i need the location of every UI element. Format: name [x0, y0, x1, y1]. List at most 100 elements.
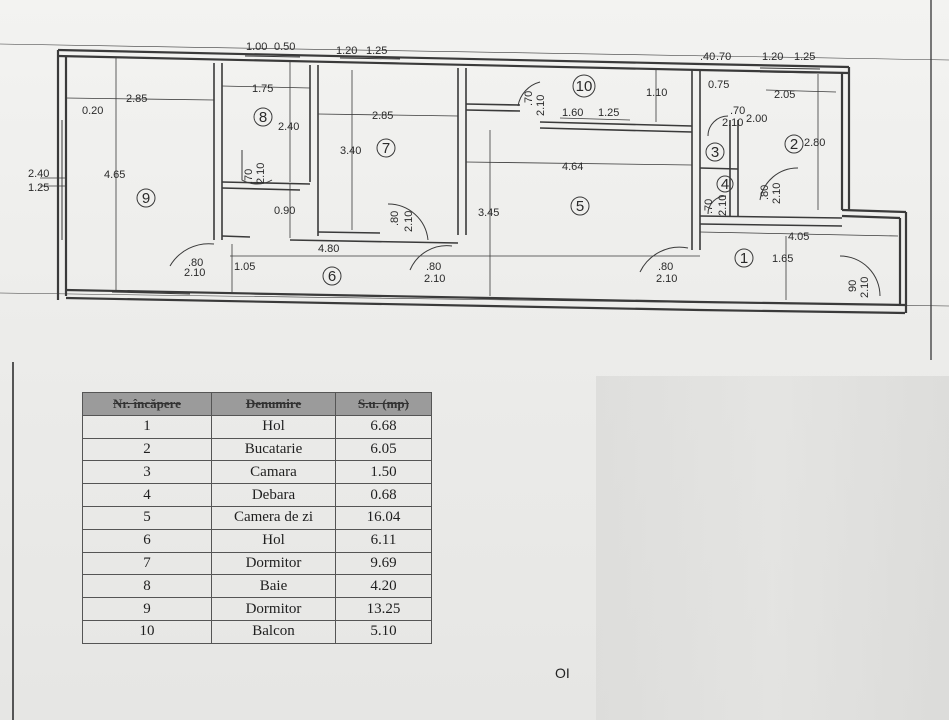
cell-name: Baie	[211, 574, 336, 599]
door-arc-10	[517, 81, 541, 107]
room-number-labels: 1 2 3 4 5 6 7 8 9 10	[142, 78, 798, 285]
dim-label: 1.20	[336, 45, 357, 57]
cell-nr: 1	[82, 414, 212, 439]
dim-label: 1.20	[762, 51, 783, 63]
door-label: .70	[703, 199, 715, 214]
header-nr: Nr. încăpere	[82, 392, 212, 416]
page-mark: OI	[555, 665, 570, 681]
dim-label: 1.65	[772, 253, 793, 265]
room-7-label: 7	[382, 140, 390, 157]
dimension-lines	[40, 58, 899, 300]
cell-name: Dormitor	[211, 551, 336, 576]
room-9-circle	[136, 188, 156, 208]
windows	[61, 55, 821, 302]
guide-lines	[0, 43, 949, 307]
cell-nr: 2	[82, 437, 212, 462]
dim-label: 2.40	[28, 168, 49, 180]
door-label: 90	[847, 280, 859, 292]
cell-nr: 10	[82, 619, 212, 644]
dim-label: 0.90	[274, 205, 295, 217]
door-label: .80	[759, 185, 771, 200]
room-7-circle	[376, 138, 396, 158]
room-4-label: 4	[721, 176, 729, 193]
dim-label: 0.50	[274, 41, 295, 53]
door-arc-2	[759, 167, 799, 201]
cell-name: Hol	[211, 528, 336, 553]
dim-label: 4.64	[562, 161, 583, 173]
photo-shadow	[596, 376, 949, 720]
door-label: 2.10	[535, 95, 547, 116]
cell-name: Balcon	[211, 619, 336, 644]
interior-walls	[213, 63, 843, 250]
cell-name: Camara	[211, 460, 336, 485]
dim-label: 0.75	[708, 79, 729, 91]
door-label: 2.10	[859, 277, 871, 298]
cell-area: 6.68	[335, 414, 432, 439]
dim-label: 1.10	[646, 87, 667, 99]
room-2-label: 2	[790, 136, 798, 153]
door-label: .80	[426, 261, 441, 273]
room-10-circle	[572, 74, 596, 98]
door-label: .80	[389, 211, 401, 226]
room-5-circle	[570, 196, 590, 216]
cell-area: 4.20	[335, 574, 432, 599]
dim-label: 1.25	[794, 51, 815, 63]
cell-name: Dormitor	[211, 597, 336, 621]
cell-area: 6.11	[335, 528, 432, 553]
door-arc-7	[387, 203, 429, 241]
room-6-label: 6	[328, 268, 336, 285]
cell-nr: 4	[82, 483, 212, 507]
door-arc-entry	[839, 255, 881, 297]
dim-label: 4.65	[104, 169, 125, 181]
dim-label: 1.25	[28, 182, 49, 194]
cell-nr: 9	[82, 597, 212, 621]
dim-label: 0.20	[82, 105, 103, 117]
door-label: .80	[658, 261, 673, 273]
floor-plan: 1 2 3 4 5 6 7 8 9 10 1.00 0.50 1.20 1.25…	[0, 41, 949, 315]
cell-area: 16.04	[335, 505, 432, 530]
room-3-circle	[705, 142, 725, 162]
cell-nr: 5	[82, 505, 212, 530]
door-label: 2.10	[255, 163, 267, 184]
door-label: .70	[523, 91, 535, 106]
dim-label: 4.80	[318, 243, 339, 255]
cell-name: Debara	[211, 483, 336, 507]
door-label: 2.10	[717, 195, 729, 216]
dim-label: 2.80	[804, 137, 825, 149]
dim-label: 1.25	[598, 107, 619, 119]
door-label: 2.10	[403, 211, 415, 232]
dim-label: 1.25	[366, 45, 387, 57]
cell-nr: 3	[82, 460, 212, 485]
cell-nr: 6	[82, 528, 212, 553]
room-10-label: 10	[576, 78, 593, 95]
cell-area: 13.25	[335, 597, 432, 621]
cell-area: 0.68	[335, 483, 432, 507]
dim-label: 2.85	[126, 93, 147, 105]
cell-area: 9.69	[335, 551, 432, 576]
dim-label: 1.60	[562, 107, 583, 119]
door-label: 2.10	[656, 273, 677, 285]
room-markers	[136, 74, 804, 286]
door-label: .70	[730, 105, 745, 117]
door-arc-8	[241, 150, 273, 185]
table-header-row: Nr. încăpere Denumire S.u. (mp)	[82, 392, 432, 416]
door-label: 2.10	[424, 273, 445, 285]
header-area: S.u. (mp)	[335, 392, 432, 416]
door-label: 2.10	[722, 117, 743, 129]
dim-label: 2.85	[372, 110, 393, 122]
door-label: 2.10	[184, 267, 205, 279]
door-arc-4	[707, 195, 727, 215]
room-8-circle	[253, 107, 273, 127]
outer-walls	[56, 48, 908, 315]
dimension-labels: 1.00 0.50 1.20 1.25 .40 .70 1.20 1.25 0.…	[28, 41, 871, 298]
door-label: 2.10	[771, 183, 783, 204]
room-4-circle	[716, 175, 734, 193]
dim-label: 1.00	[246, 41, 267, 53]
cell-nr: 8	[82, 574, 212, 599]
